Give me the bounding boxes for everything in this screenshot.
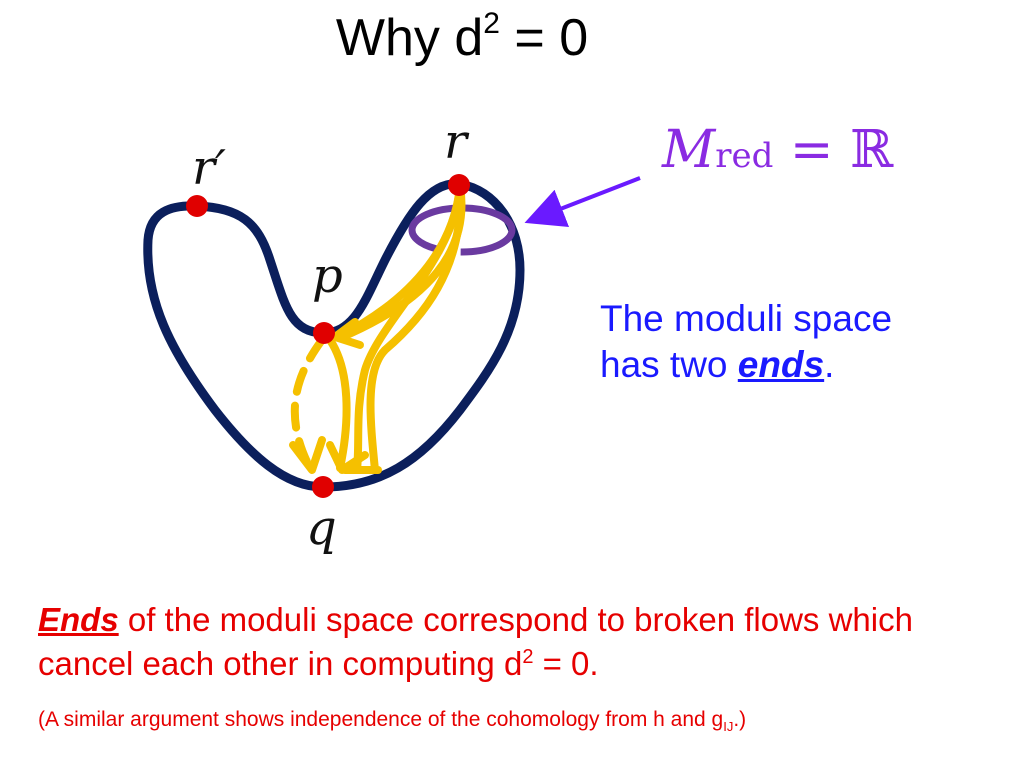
- point-q: [312, 476, 334, 498]
- label-r: r: [444, 114, 467, 170]
- ends-explanation: Ends of the moduli space correspond to b…: [38, 601, 913, 682]
- arrowhead-q-1: [289, 436, 326, 474]
- pointer-arrow: [524, 176, 641, 228]
- flow-r-to-q-1: [353, 182, 464, 474]
- label-r-prime: r′: [192, 140, 226, 196]
- point-r: [448, 174, 470, 196]
- label-q: q: [306, 500, 337, 556]
- moduli-ends-text: The moduli space has two ends.: [600, 298, 893, 385]
- flow-r-to-q-2: [366, 182, 465, 474]
- footnote: (A similar argument shows independence o…: [38, 708, 747, 735]
- point-r-prime: [186, 195, 208, 217]
- flow-p-to-q-dashed: [290, 336, 326, 472]
- manifold-curve: [143, 179, 525, 492]
- flow-p-to-q-1: [326, 336, 351, 472]
- point-p: [313, 322, 335, 344]
- moduli-space-label: Mred = ℝ: [662, 120, 894, 180]
- arrowhead-p-1: [331, 318, 364, 349]
- label-p: p: [312, 248, 343, 304]
- slide-title: Why d2 = 0: [335, 7, 589, 68]
